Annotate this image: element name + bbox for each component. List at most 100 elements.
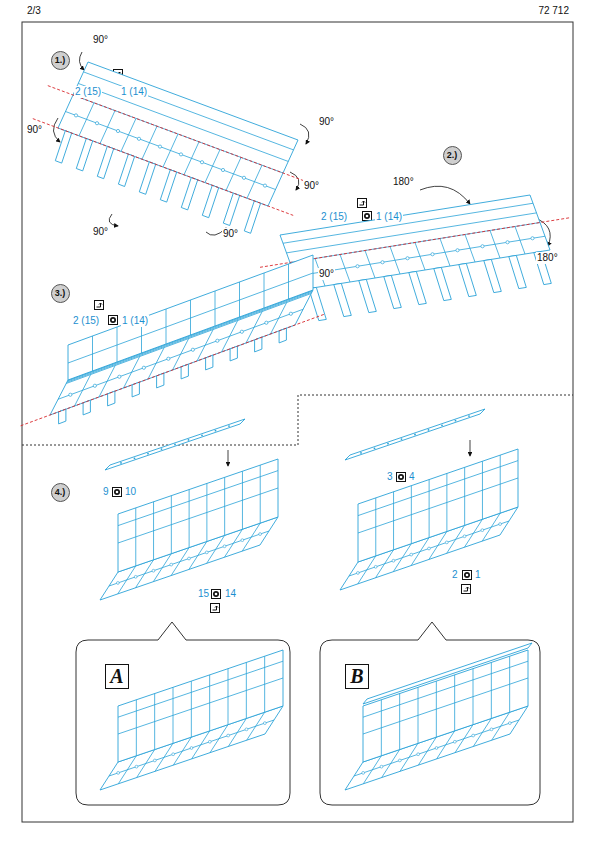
page-number: 72 712	[537, 5, 570, 17]
tab	[334, 283, 352, 316]
lightening-hole	[508, 722, 511, 725]
fold-icon	[358, 199, 367, 208]
strip-hole	[161, 448, 163, 450]
part-stroke	[33, 119, 293, 216]
step-label: 3.)	[55, 288, 66, 298]
lightening-hole	[170, 563, 173, 566]
tab	[434, 267, 452, 300]
part-icon	[397, 473, 406, 482]
strip-hole	[401, 438, 403, 440]
part-stroke	[363, 661, 528, 717]
tab	[409, 271, 427, 304]
tab	[118, 154, 134, 186]
fold-angle: 90°	[318, 268, 335, 280]
step-number: 1.)	[51, 51, 70, 70]
step-label: 4.)	[55, 487, 66, 497]
strip-hole	[468, 415, 470, 417]
variant-box: B	[345, 664, 369, 689]
fold-angle: 90°	[92, 226, 109, 238]
lightening-hole	[481, 529, 484, 532]
lightening-hole	[191, 348, 194, 351]
lightening-hole	[221, 168, 224, 171]
tab	[509, 255, 527, 288]
lightening-hole	[481, 245, 484, 248]
part-stroke	[118, 678, 283, 734]
lightening-hole	[263, 184, 266, 187]
strip-hole	[147, 453, 149, 455]
lightening-hole	[456, 249, 459, 252]
strip-hole	[455, 420, 457, 422]
lightening-hole	[241, 539, 244, 542]
tab	[139, 162, 155, 194]
callout-bubble	[76, 622, 290, 805]
step-number: 3.)	[51, 284, 70, 303]
fold-angle: 90°	[318, 116, 335, 128]
lightening-hole	[392, 559, 395, 562]
raised-skin	[68, 255, 313, 380]
part-number: 3	[386, 471, 394, 483]
strip-hole	[374, 447, 376, 449]
fold-icon	[211, 604, 220, 613]
tab	[244, 201, 260, 233]
lightening-hole	[245, 728, 248, 731]
lightening-hole	[95, 122, 98, 125]
hinge-strip	[345, 409, 485, 460]
strip-hole	[441, 424, 443, 426]
part-stroke	[118, 661, 283, 717]
lightening-hole	[453, 740, 456, 743]
fold-icon	[95, 301, 104, 310]
part-stroke	[78, 83, 288, 161]
step-label: 2.)	[447, 150, 458, 160]
lightening-hole	[242, 176, 245, 179]
lightening-hole	[116, 129, 119, 132]
lightening-hole	[265, 321, 268, 324]
lightening-hole	[188, 557, 191, 560]
wall-panel	[118, 459, 278, 572]
lightening-hole	[158, 145, 161, 148]
callout-bubble	[320, 622, 540, 805]
part-number: 2 (15)	[320, 211, 348, 223]
lightening-hole	[172, 753, 175, 756]
lightening-hole	[200, 161, 203, 164]
tab	[202, 185, 218, 217]
page-border	[22, 22, 573, 822]
lightening-hole	[69, 393, 72, 396]
lightening-hole	[259, 533, 262, 536]
strip-hole	[428, 429, 430, 431]
part-number: 1 (14)	[120, 86, 148, 98]
part-stroke	[66, 112, 276, 190]
part-number: 1 (14)	[121, 315, 149, 327]
page-number: 2/3	[26, 5, 42, 17]
part-number: 2 (15)	[72, 315, 100, 327]
part-icon	[463, 571, 472, 580]
part-stroke	[358, 478, 518, 533]
lightening-hole	[142, 366, 145, 369]
part-number: 2 (15)	[74, 86, 102, 98]
part-stroke	[118, 488, 278, 543]
step-number: 4.)	[51, 483, 70, 502]
strip-hole	[215, 430, 217, 432]
part-stroke	[358, 461, 518, 516]
lightening-hole	[499, 523, 502, 526]
tab	[181, 178, 197, 210]
lightening-hole	[289, 312, 292, 315]
lightening-hole	[381, 261, 384, 264]
strip-hole	[201, 434, 203, 436]
fold-angle: 180°	[536, 252, 559, 264]
tab	[108, 391, 115, 406]
lightening-hole	[208, 740, 211, 743]
strip-hole	[360, 452, 362, 454]
wall-panel	[358, 449, 518, 562]
strip-hole	[174, 444, 176, 446]
strip-hole	[188, 439, 190, 441]
part-number: 15	[197, 588, 210, 600]
lightening-hole	[431, 253, 434, 256]
fold-angle: 90°	[222, 228, 239, 240]
strip-hole	[228, 425, 230, 427]
section-divider	[22, 395, 573, 445]
lightening-hole	[445, 541, 448, 544]
lightening-hole	[240, 330, 243, 333]
lightening-hole	[463, 535, 466, 538]
tab	[459, 263, 477, 296]
